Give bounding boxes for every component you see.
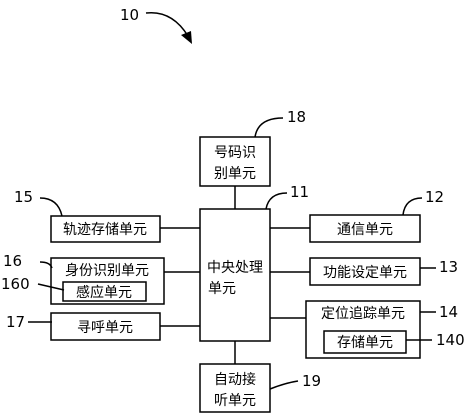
svg-text:别单元: 别单元 <box>214 166 256 182</box>
central-processing-unit: 中央处理 单元 <box>199 208 271 342</box>
track-storage-unit: 轨迹存储单元 <box>50 215 161 243</box>
ref-16: 16 <box>3 252 22 270</box>
figure-arrow <box>145 11 189 37</box>
ref-leader-11 <box>265 192 288 210</box>
ref-15: 15 <box>14 188 33 206</box>
svg-text:听单元: 听单元 <box>214 393 256 409</box>
figure-number: 10 <box>120 6 139 24</box>
ref-13: 13 <box>439 258 458 276</box>
ref-leader-160 <box>37 283 65 291</box>
ref-11: 11 <box>290 183 309 201</box>
ref-17: 17 <box>6 313 25 331</box>
ref-leader-12 <box>402 197 423 216</box>
paging-unit: 寻呼单元 <box>50 312 161 341</box>
svg-text:感应单元: 感应单元 <box>76 284 132 301</box>
function-setting-unit: 功能设定单元 <box>309 257 421 286</box>
ref-leader-18 <box>254 117 284 138</box>
figure-arrowhead <box>181 31 192 44</box>
svg-text:存储单元: 存储单元 <box>337 335 393 351</box>
svg-text:号码识: 号码识 <box>214 145 256 161</box>
svg-text:轨迹存储单元: 轨迹存储单元 <box>63 222 147 238</box>
storage-unit: 存储单元 <box>323 330 407 354</box>
svg-text:自动接: 自动接 <box>214 371 256 388</box>
svg-text:单元: 单元 <box>208 281 236 297</box>
ref-leader-19 <box>269 380 299 390</box>
ref-160: 160 <box>1 275 30 293</box>
number-recognition-unit: 号码识 别单元 <box>199 136 271 187</box>
ref-19: 19 <box>302 372 321 390</box>
ref-14: 14 <box>439 303 458 321</box>
svg-text:身份识别单元: 身份识别单元 <box>65 263 149 279</box>
ref-18: 18 <box>287 108 306 126</box>
ref-12: 12 <box>425 188 444 206</box>
svg-text:定位追踪单元: 定位追踪单元 <box>321 306 405 322</box>
ref-140: 140 <box>436 331 465 349</box>
svg-text:通信单元: 通信单元 <box>337 222 393 238</box>
svg-text:功能设定单元: 功能设定单元 <box>323 265 407 281</box>
svg-text:中央处理: 中央处理 <box>207 260 263 276</box>
sensing-unit: 感应单元 <box>62 281 147 302</box>
auto-answer-unit: 自动接 听单元 <box>199 363 271 413</box>
ref-leader-16 <box>39 261 53 269</box>
ref-leader-15 <box>39 197 63 217</box>
communication-unit: 通信单元 <box>309 214 421 243</box>
connector-lines <box>160 186 310 364</box>
svg-text:寻呼单元: 寻呼单元 <box>77 320 133 336</box>
